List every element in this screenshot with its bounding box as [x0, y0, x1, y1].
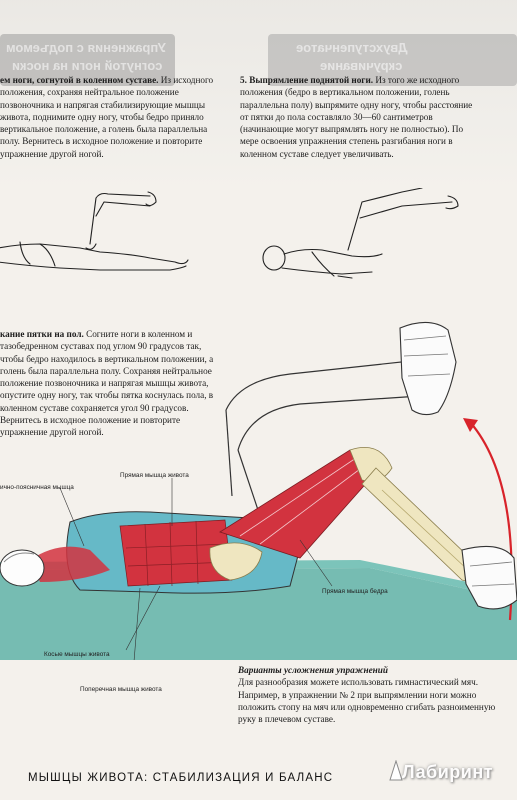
ghost-heading-tab-left: [0, 34, 175, 86]
label-leader-lines: [59, 478, 333, 660]
step-title: 5. Выпрямление поднятой ноги.: [240, 75, 374, 85]
ghost-heading-left: Упражнения с подъемом: [6, 40, 166, 55]
label-rectus-abdominis: Прямая мышца живота: [120, 472, 189, 479]
step-body: Из исходного положения, сохраняя нейтрал…: [0, 75, 214, 159]
variants-body: Для разнообразия можете использовать гим…: [238, 677, 496, 725]
ghost-subheading-right: скручивание: [320, 58, 403, 73]
step-text-left: ем ноги, согнутой в коленном суставе. Из…: [0, 74, 226, 160]
ghost-subheading-left: согнутой ноги на носки: [12, 58, 163, 73]
label-obliques: Косые мышцы живота: [44, 651, 110, 658]
labirint-logo-icon: [389, 760, 403, 781]
arrow-head: [463, 418, 478, 432]
variants-box: Варианты усложнения упражнений Для разно…: [238, 664, 500, 725]
step-text-heel-tap: кание пятки на пол. Согните ноги в колен…: [0, 328, 214, 439]
exercise-figure-knee-lift: [0, 191, 189, 271]
ghost-heading-tab-right: [268, 34, 517, 86]
labirint-watermark: Лабиринт: [402, 762, 494, 782]
step-title: ем ноги, согнутой в коленном суставе.: [0, 75, 159, 85]
label-iliopsoas: ично-поясничная мышца: [0, 484, 74, 491]
exercise-mat-edge: [0, 560, 517, 600]
label-rectus-femoris: Прямая мышца бедра: [322, 588, 388, 595]
show-through-background: [0, 0, 517, 190]
variants-title: Варианты усложнения упражнений: [238, 665, 388, 675]
shoe-raised: [399, 321, 457, 416]
exercise-figure-leg-extension: [262, 188, 459, 279]
step-body: Из того же исходного положения (бедро в …: [240, 75, 473, 159]
step-body: Согните ноги в коленном и тазобедренном …: [0, 329, 214, 438]
step-title: кание пятки на пол.: [0, 329, 84, 339]
step-text-right: 5. Выпрямление поднятой ноги. Из того же…: [240, 74, 482, 160]
pelvis: [209, 542, 263, 581]
ghost-heading-right: Двухступенчатое: [296, 40, 408, 55]
running-footer: Мышцы живота: стабилизация и баланс: [28, 772, 334, 784]
anatomy-illustration: [0, 321, 517, 660]
label-transversus: Поперечная мышца живота: [80, 686, 162, 693]
